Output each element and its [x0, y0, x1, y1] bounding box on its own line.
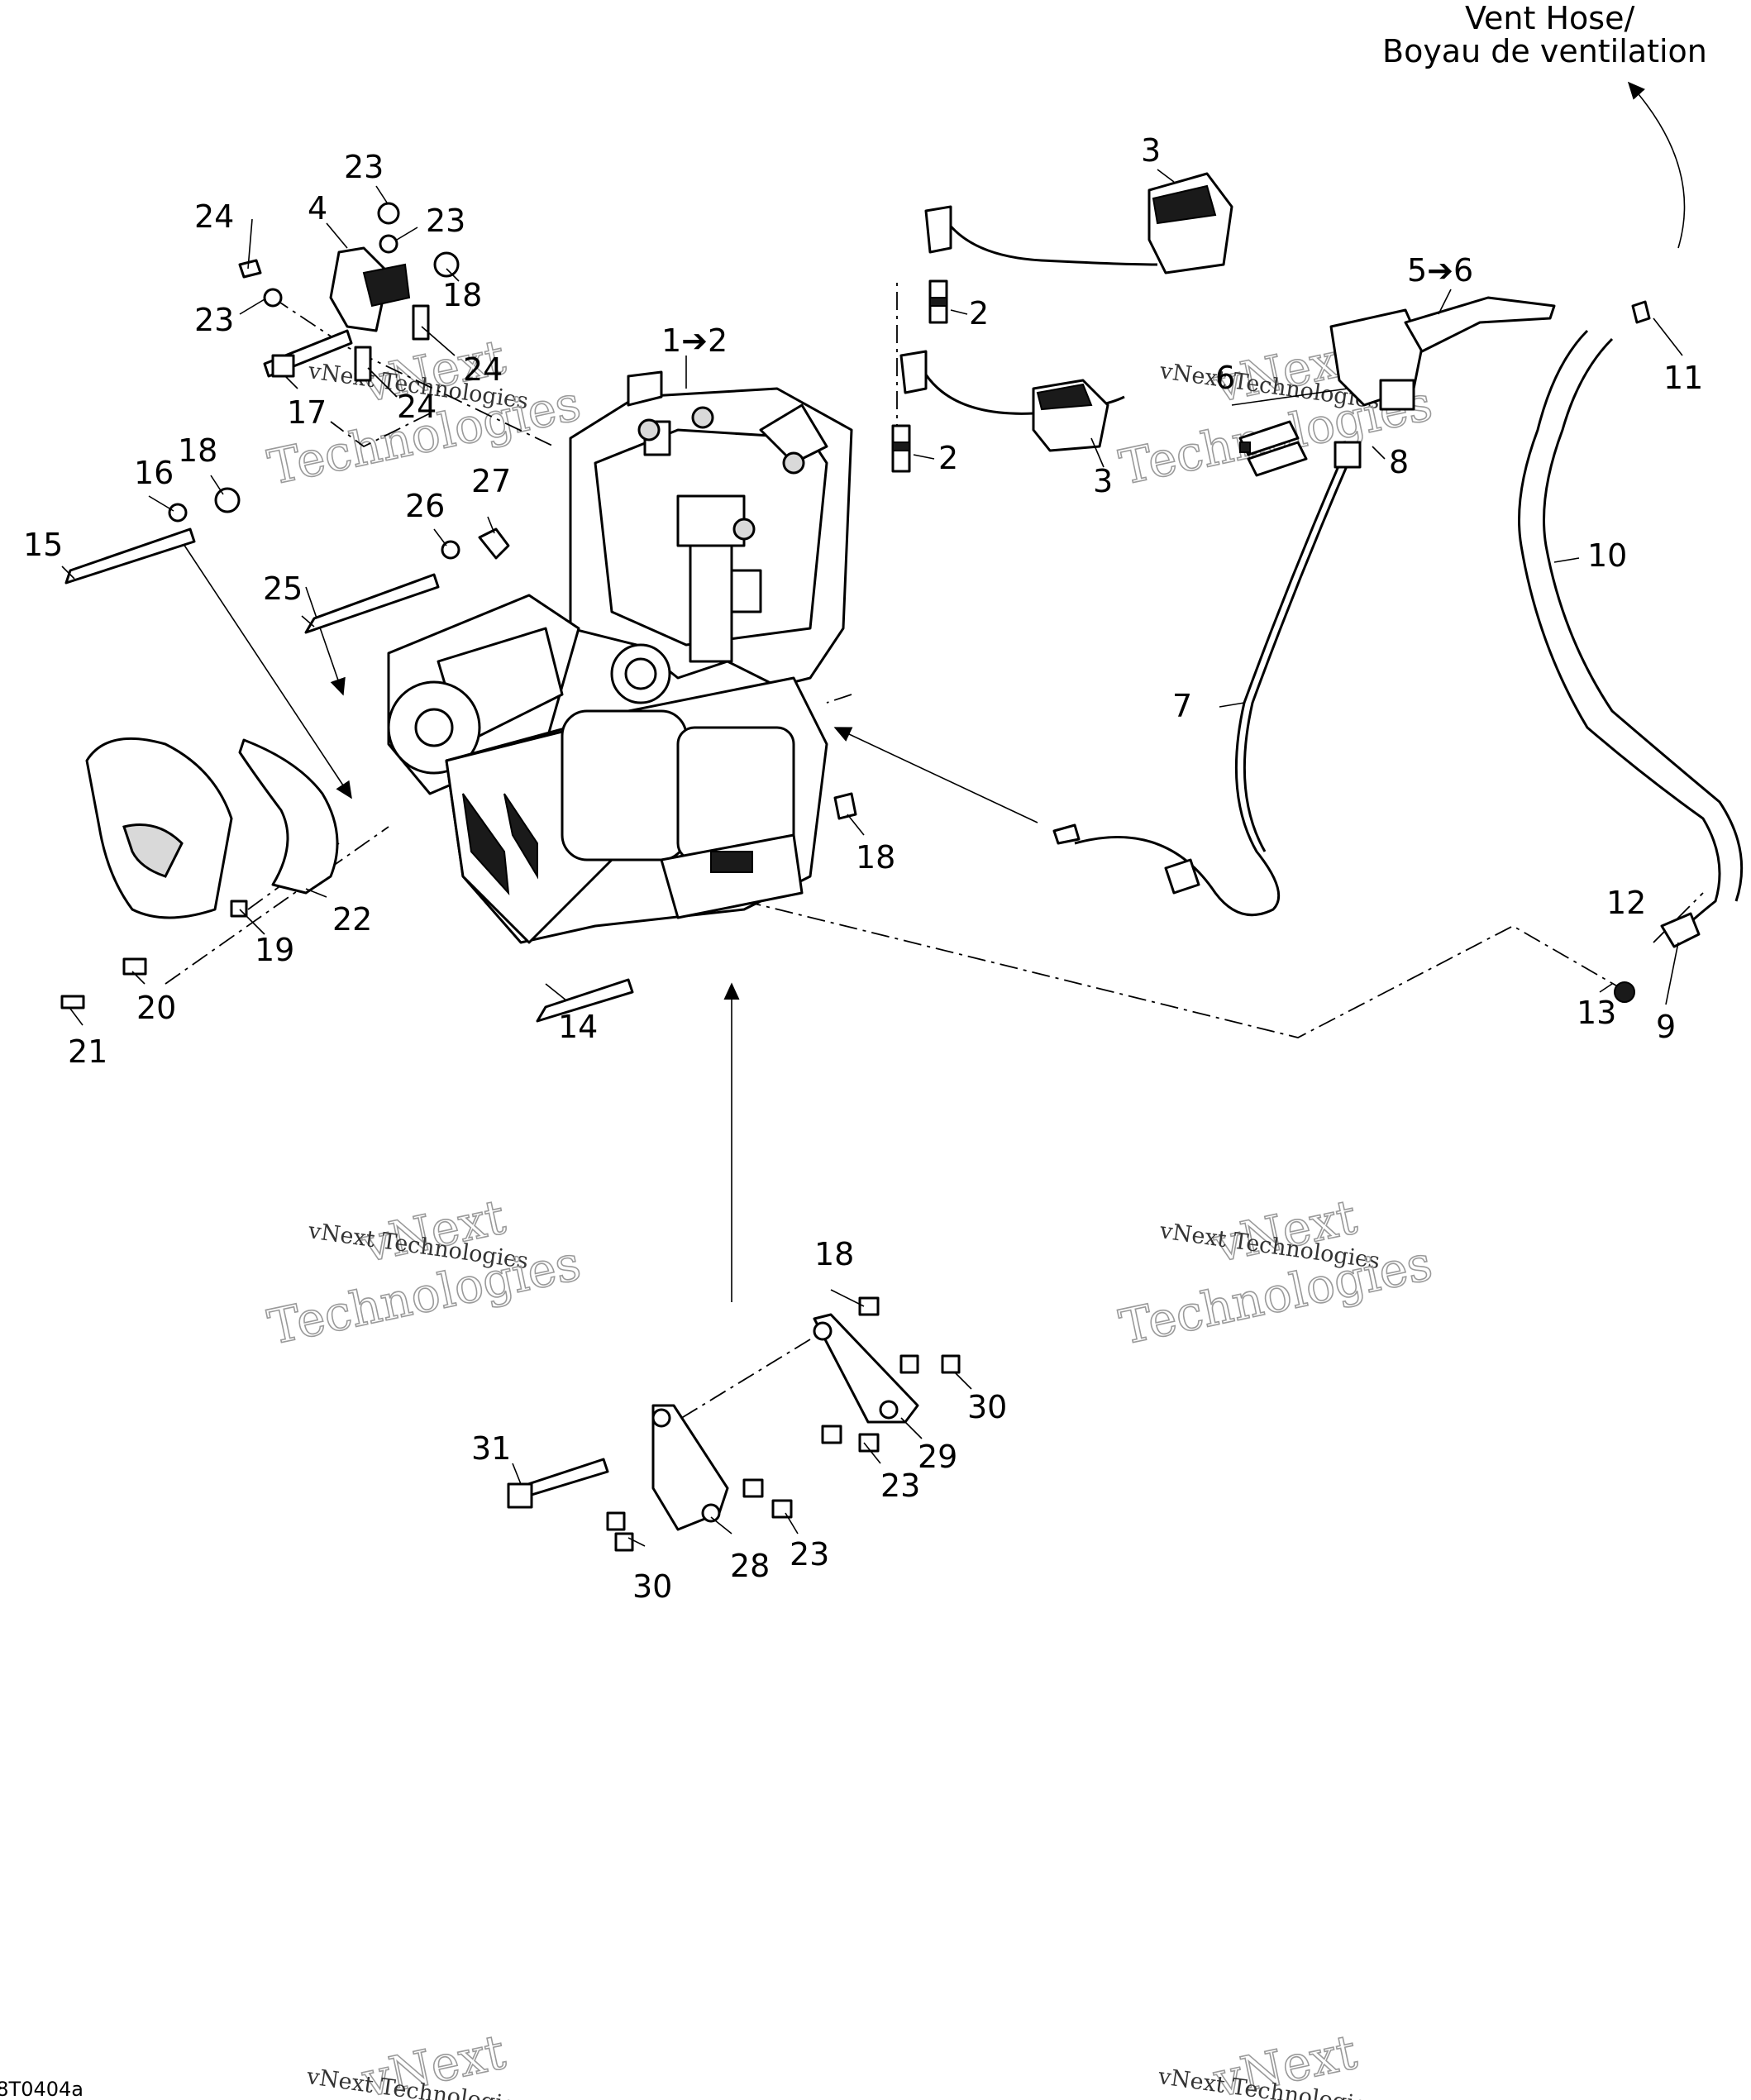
left-side-parts	[60, 487, 857, 1023]
callout: 27	[471, 463, 511, 499]
callout: 25	[263, 570, 303, 607]
callout: 2	[969, 295, 989, 332]
callout: 1➔2	[661, 322, 728, 359]
callout: 5➔6	[1407, 252, 1473, 289]
callout: 15	[23, 527, 63, 563]
svg-text:Vent Hose/: Vent Hose/	[1465, 0, 1634, 36]
callout: 18	[178, 432, 217, 469]
callout: 20	[136, 990, 176, 1026]
brake-lever-assembly	[1052, 296, 1556, 917]
callout: 23	[880, 1468, 920, 1504]
assembly-arrows	[181, 81, 1686, 1302]
callout: 13	[1577, 995, 1616, 1031]
vent-hose	[1518, 300, 1744, 1003]
callout: 17	[287, 394, 327, 431]
callout: 23	[426, 203, 465, 239]
callout: 23	[790, 1536, 829, 1573]
callout: 26	[405, 488, 445, 524]
callout: 24	[194, 198, 234, 235]
callout: 28	[730, 1548, 770, 1584]
callout: 18	[814, 1236, 854, 1272]
callout: 30	[967, 1389, 1007, 1425]
callout: 16	[134, 455, 174, 491]
callout: 8	[1389, 444, 1409, 480]
watermark-middle-right: vNext vNext Technologies Technologies	[1114, 1188, 1438, 1357]
svg-text:Boyau de ventilation: Boyau de ventilation	[1382, 33, 1707, 69]
callout: 12	[1606, 885, 1646, 921]
callout: 18	[856, 839, 895, 876]
figure-code: 08T0404a	[0, 2078, 83, 2100]
callout: 14	[558, 1009, 598, 1045]
callout: 23	[194, 302, 234, 338]
engine-assembly	[387, 370, 853, 944]
watermark-bottom-left: vNext vNext Technologies	[304, 2023, 528, 2100]
callout: 18	[442, 277, 482, 313]
callout: 22	[332, 901, 372, 938]
lower-mounting-brackets	[507, 1296, 961, 1552]
callout: 31	[471, 1430, 511, 1467]
callout: 2	[938, 440, 958, 476]
callout: 3	[1093, 463, 1113, 499]
callout: 10	[1587, 537, 1627, 574]
callout: 6	[1215, 360, 1235, 396]
callout: 19	[255, 932, 294, 968]
callout: 24	[397, 389, 437, 425]
upper-bracket	[238, 202, 460, 382]
watermark-bottom-right: vNext vNext Technologies	[1156, 2023, 1380, 2100]
callout: 24	[463, 351, 503, 388]
callout: 9	[1656, 1009, 1676, 1045]
vent-hose-note: Vent Hose/ Boyau de ventilation	[1382, 0, 1707, 69]
watermark-middle-left: vNext vNext Technologies Technologies	[263, 1188, 586, 1357]
callout: 21	[68, 1033, 107, 1070]
callout: 30	[632, 1568, 672, 1605]
leader-lines	[61, 169, 1683, 1547]
callout: 7	[1172, 688, 1192, 724]
callout: 3	[1141, 132, 1161, 169]
ignition-components	[891, 172, 1233, 473]
callout: 23	[344, 149, 384, 185]
callout: 29	[918, 1439, 957, 1475]
callout-numbers: 1➔2 2 2 3 3 4 5➔6 6 7 8 9 10 11 12 13 14…	[23, 132, 1703, 1605]
callout: 11	[1663, 360, 1703, 396]
callout: 4	[308, 190, 327, 227]
